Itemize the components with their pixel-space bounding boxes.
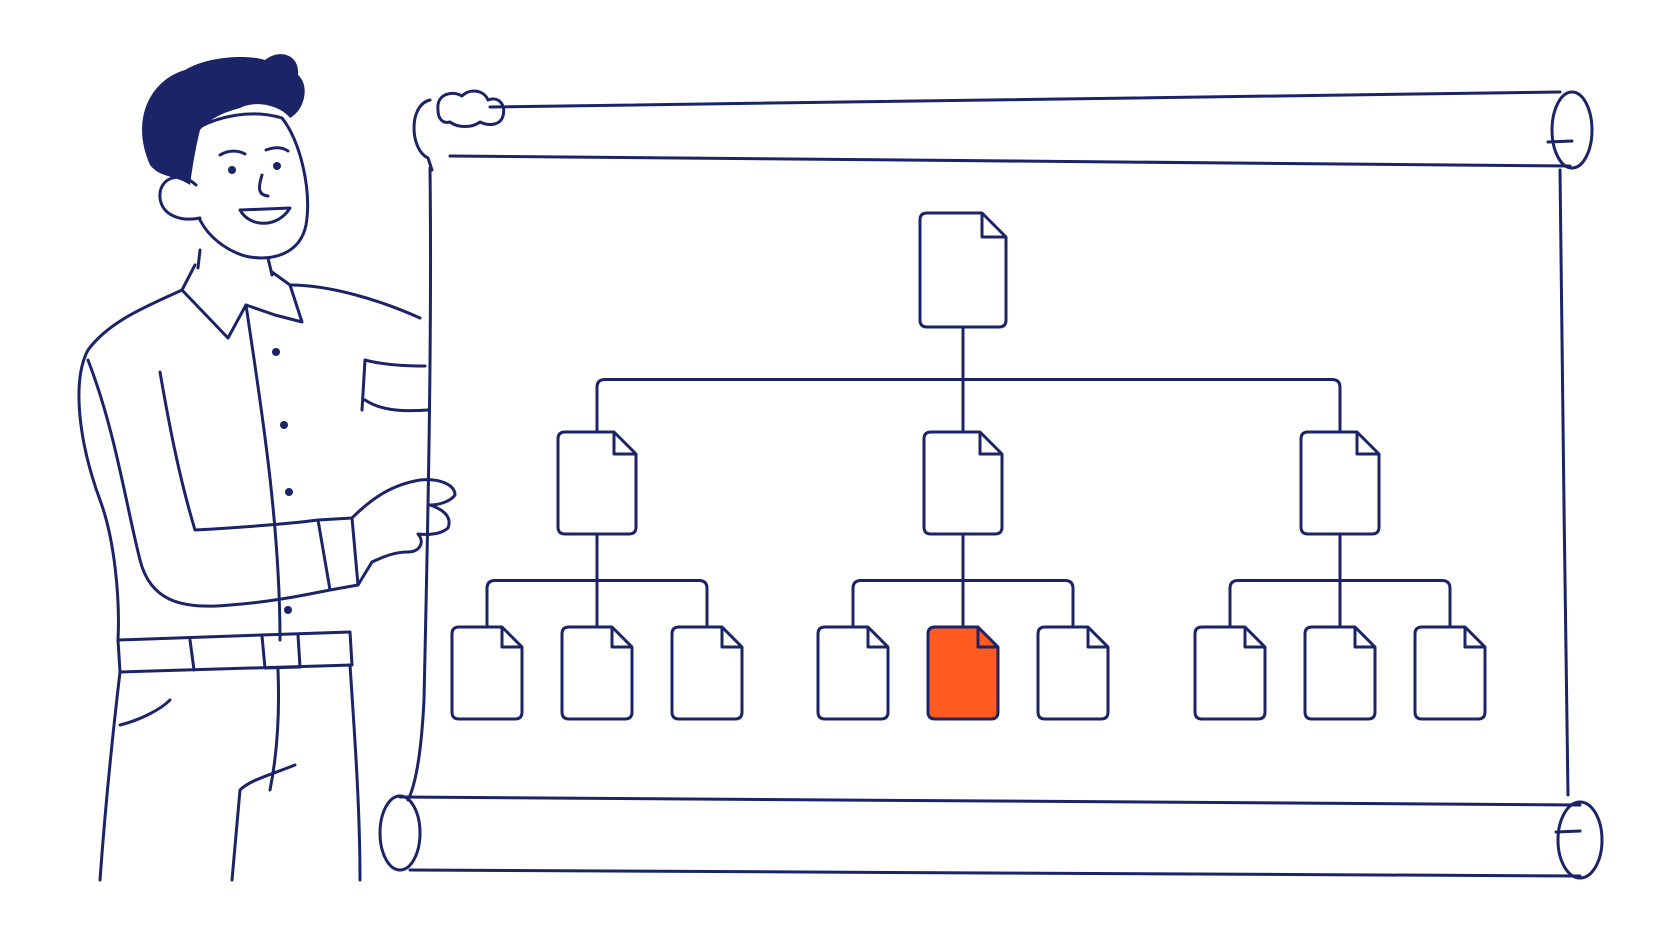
scroll-banner	[378, 90, 1604, 880]
presenter-brow-right	[264, 146, 290, 153]
presenter-shirt	[77, 288, 184, 642]
shirt-button	[272, 348, 280, 356]
scroll-bottom-rod-bottom	[408, 868, 1582, 878]
document-icon	[450, 625, 524, 721]
tree-connector	[1228, 579, 1452, 629]
presenter-belt	[116, 630, 354, 674]
scroll-top-rod-lower	[448, 154, 1572, 168]
document-icon	[816, 625, 890, 721]
scroll-bottom-rod-right-end	[1556, 800, 1604, 880]
scroll-top-rod-end	[1550, 90, 1594, 170]
presenter-upper-hand	[436, 89, 506, 128]
document-icon	[1303, 625, 1377, 721]
tree-connectors	[485, 325, 1452, 629]
presenter-hair	[142, 54, 305, 185]
shirt-button	[280, 421, 288, 429]
document-icon	[1413, 625, 1487, 721]
document-icon	[922, 430, 1004, 536]
presenter-collar	[180, 263, 304, 340]
presenter-eye-left	[228, 166, 236, 174]
tree-connector	[485, 579, 709, 629]
scroll-top-curl	[412, 98, 434, 172]
presenter-face	[196, 112, 310, 260]
presenter-cuff	[316, 516, 360, 592]
document-icon	[1193, 625, 1267, 721]
shirt-button	[284, 606, 292, 614]
tree-nodes	[450, 211, 1487, 721]
presenter-nose	[258, 173, 270, 198]
scroll-left-edge	[406, 166, 433, 802]
presenter-pants	[98, 663, 362, 882]
presenter-belt-loop	[188, 633, 302, 672]
document-icon-highlighted	[926, 625, 1000, 721]
document-icon	[560, 625, 634, 721]
presenter-folded-arm	[86, 358, 332, 608]
presenter-ear	[158, 175, 202, 221]
document-icon	[1299, 430, 1381, 536]
document-icon	[1036, 625, 1110, 721]
tree-connector	[851, 579, 1075, 629]
presenter-eye-right	[273, 162, 281, 170]
presenter-mouth	[238, 206, 292, 225]
scroll-right-edge	[1558, 168, 1570, 797]
document-icon	[556, 430, 638, 536]
scroll-bottom-rod-left-end	[378, 794, 422, 872]
presenter-brow-left	[218, 149, 247, 157]
scroll-top-rod	[488, 90, 1562, 109]
presenter-raised-arm	[360, 358, 430, 413]
shirt-button	[285, 488, 293, 496]
scroll-bottom-rod-top	[398, 795, 1582, 807]
tree-connector	[595, 378, 1342, 434]
presenter-lower-hand	[350, 478, 457, 587]
document-icon	[918, 211, 1008, 329]
document-icon	[670, 625, 744, 721]
presenter-illustration	[77, 54, 506, 882]
